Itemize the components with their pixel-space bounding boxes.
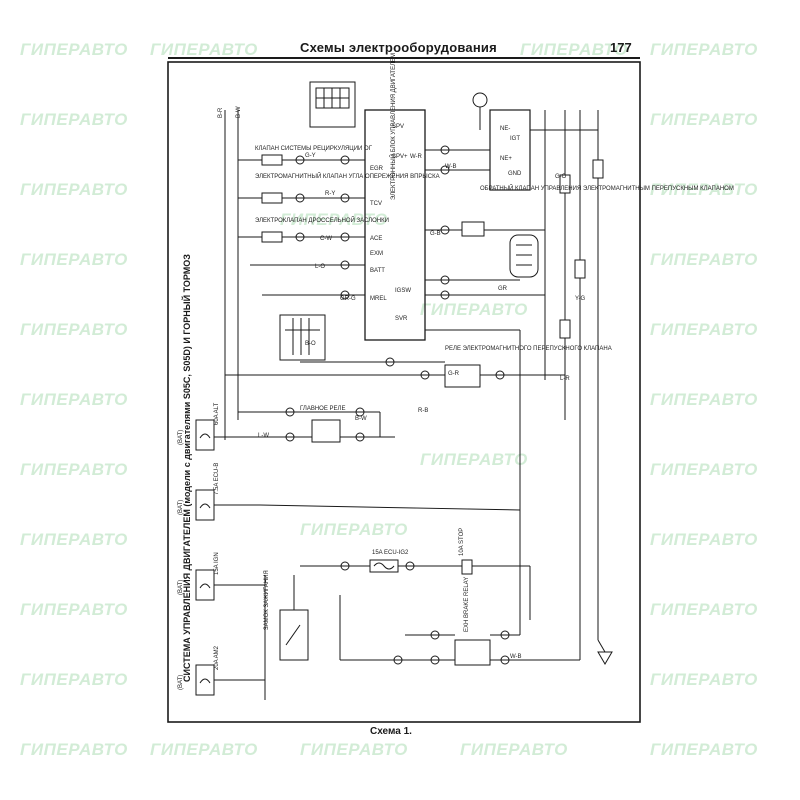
- figure-caption: Схема 1.: [370, 726, 412, 737]
- wire-code-label: C-W: [320, 236, 332, 242]
- wire-code-label: R-Y: [325, 191, 335, 197]
- component-label: ЭЛЕКТРОКЛАПАН ДРОССЕЛЬНОЙ ЗАСЛОНКИ: [255, 216, 389, 224]
- fuse-label: 20A AM2: [214, 645, 220, 670]
- ecu-pin-label: IGSW: [395, 288, 411, 294]
- ecu-pin-label: EXM: [370, 251, 383, 257]
- ecu-pin-label: TCV: [370, 201, 382, 207]
- wire-code-label: L-O: [315, 264, 325, 270]
- wire-code-label: G-R: [448, 371, 460, 377]
- bypass-relay: [444, 364, 481, 388]
- exh-brake-relay: [454, 639, 491, 666]
- wire-code-label: W-B: [510, 654, 522, 660]
- wire-code-label: B-W: [355, 416, 367, 422]
- ground-symbol-bottom: [597, 651, 613, 665]
- battery-label: (BAT): [178, 580, 184, 595]
- main-relay: [311, 419, 341, 443]
- ecu-pin-label: BATT: [370, 268, 385, 274]
- battery-label: (BAT): [178, 430, 184, 445]
- fuse-label: 15A ECU-IG2: [372, 550, 409, 556]
- ecu-pin-label: NE+: [500, 156, 512, 162]
- ignition-switch: [279, 609, 309, 661]
- component-label: ЭЛЕКТРОМАГНИТНЫЙ КЛАПАН УГЛА ОПЕРЕЖЕНИЯ …: [255, 172, 440, 180]
- wire-code-label: G-Y: [305, 153, 316, 159]
- component-label: РЕЛЕ ЭЛЕКТРОМАГНИТНОГО ПЕРЕПУСКНОГО КЛАП…: [445, 346, 612, 352]
- ecu-pin-label: GND: [508, 171, 522, 177]
- battery-label: (BAT): [178, 675, 184, 690]
- wire-code-label: Y-G: [575, 296, 585, 302]
- ecu-pin-label: IGT: [510, 136, 520, 142]
- ground-symbol-top: [472, 92, 488, 108]
- page-number: 177: [610, 40, 632, 55]
- fuse-label: 60A ALT: [214, 402, 220, 425]
- ecu-pin-label: EGR: [370, 166, 384, 172]
- component-label: EXH BRAKE RELAY: [464, 577, 470, 632]
- wire-code-label: B-W: [236, 106, 242, 118]
- fuse-label: 15A IGN: [214, 552, 220, 575]
- wire-code-label: G-B: [430, 231, 441, 237]
- wire-code-label: GR-G: [340, 296, 356, 302]
- ecu-pin-label: MREL: [370, 296, 387, 302]
- battery-label: (BAT): [178, 500, 184, 515]
- connector-mid: [279, 314, 326, 361]
- fuse-box-2: [195, 489, 215, 521]
- page-header-title: Схемы электрооборудования: [300, 40, 497, 55]
- component-label: ЭЛЕКТРОННЫЙ БЛОК УПРАВЛЕНИЯ ДВИГАТЕЛЕМ: [389, 53, 397, 200]
- wire-code-label: B-R: [218, 107, 224, 118]
- diagram-frame: [167, 61, 641, 723]
- wire-code-labels: SPV SPV+ EGR TCV ACE EXM BATT MREL IGSW SVR NE- NE+…: [178, 53, 734, 690]
- component-label: ЗАМОК ЗАЖИГАНИЯ: [264, 570, 270, 630]
- ecu-block: [364, 109, 426, 341]
- fuse-box-4: [195, 664, 215, 696]
- fuse-stop: [461, 559, 473, 575]
- ecu-pin-label: SPV: [392, 124, 404, 130]
- ecu-pin-label: SPV+: [392, 154, 408, 160]
- wire-code-label: W-R: [410, 154, 423, 160]
- component-label: ОБРАТНЫЙ КЛАПАН УПРАВЛЕНИЯ ЭЛЕКТРОМАГНИТ…: [480, 184, 734, 192]
- ecu-pin-label: NE-: [500, 126, 510, 132]
- fuse-label: 7.5A ECU-B: [214, 463, 220, 495]
- ecu-pin-label: SVR: [395, 316, 408, 322]
- wire-code-label: W-B: [445, 164, 457, 170]
- vertical-diagram-title: СИСТЕМА УПРАВЛЕНИЯ ДВИГАТЕЛЕМ (модели с …: [182, 254, 192, 682]
- connector-top: [309, 81, 356, 128]
- wire-code-label: G-O: [555, 174, 567, 180]
- fuse-box-3: [195, 569, 215, 601]
- wire-code-label: R-B: [418, 408, 428, 414]
- component-label: КЛАПАН СИСТЕМЫ РЕЦИРКУЛЯЦИИ ОГ: [255, 146, 373, 152]
- header-rule: [168, 57, 640, 59]
- ecu-pin-label: ACE: [370, 236, 382, 242]
- wire-code-label: GR: [498, 286, 508, 292]
- component-label: ГЛАВНОЕ РЕЛЕ: [300, 406, 345, 412]
- wire-code-label: B-O: [305, 341, 316, 347]
- wire-code-label: L-R: [560, 376, 570, 382]
- ecu-right-block: [489, 109, 531, 191]
- sensor-connector: [509, 234, 539, 278]
- wire-code-label: L-W: [258, 433, 269, 439]
- fuse-label: 10A STOP: [459, 528, 465, 556]
- fuse-box-1: [195, 419, 215, 451]
